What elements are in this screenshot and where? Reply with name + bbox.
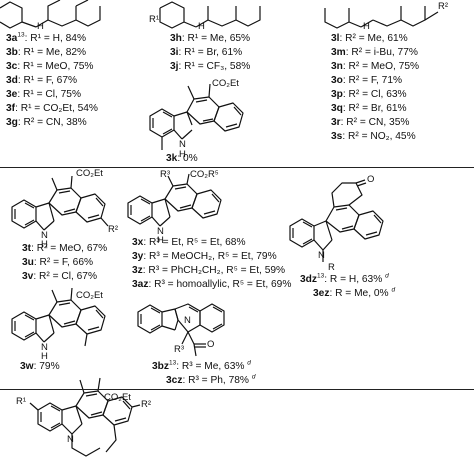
structure-3bz (137, 303, 225, 357)
r2-label-3t: R² (108, 224, 119, 235)
co2et-label-panel3: CO₂Et (104, 392, 131, 403)
structure-3x (127, 173, 222, 227)
entry-3bz: 3bz13: R³ = Me, 63% d (152, 359, 251, 372)
co2et-label-3w: CO₂Et (76, 290, 103, 301)
entry-3h: 3h: R¹ = Me, 65% (170, 33, 251, 44)
co2r5-label-3x: CO₂R⁵ (190, 169, 219, 180)
entry-3i: 3i: R¹ = Br, 61% (170, 47, 243, 58)
r3-label-3x: R³ (160, 169, 171, 180)
entry-3dz: 3dz13: R = H, 63% d (300, 272, 389, 285)
entry-3w: 3w: 79% (20, 361, 60, 372)
nh-label-3w: H (41, 351, 48, 362)
n-label-3k: N (179, 139, 186, 150)
structure-3a-fragment (0, 0, 101, 29)
entry-3z: 3z: R³ = PhCH₂CH₂, R⁵ = Et, 59% (132, 265, 286, 276)
nh-label-3a: H (37, 21, 44, 32)
nh-label-3k: H (179, 149, 186, 160)
entry-3n: 3n: R² = MeO, 75% (331, 61, 420, 72)
entry-3p: 3p: R² = Cl, 63% (331, 89, 407, 100)
entry-3s: 3s: R² = NO₂, 45% (331, 131, 416, 142)
entry-3e: 3e: R¹ = Cl, 75% (6, 89, 82, 100)
nh-label-3t: H (41, 239, 48, 250)
panel-divider-1 (0, 167, 474, 168)
n-label-3dz: N (318, 250, 325, 261)
nh-label-3x: H (157, 235, 164, 246)
n-label-3w: N (41, 342, 48, 353)
entry-3cz: 3cz: R³ = Ph, 78% d (166, 373, 256, 386)
r-label-3dz: R (328, 262, 335, 273)
structure-3l-fragment (324, 6, 439, 29)
entry-3m: 3m: R² = i-Bu, 77% (331, 47, 418, 58)
n-label-panel3: N (67, 434, 74, 445)
entry-3ez: 3ez: R = Me, 0% d (313, 286, 396, 299)
entry-3q: 3q: R² = Br, 61% (331, 103, 407, 114)
entry-3l: 3l: R² = Me, 61% (331, 33, 408, 44)
entry-3j: 3j: R¹ = CF₃, 58% (170, 61, 251, 72)
entry-3x: 3x: R³ = Et, R⁵ = Et, 68% (132, 237, 246, 248)
r1-label-3h: R¹ (149, 14, 160, 25)
structure-3w (11, 287, 106, 347)
co2et-label-3t: CO₂Et (76, 168, 103, 179)
entry-3a: 3a13: R¹ = H, 84% (6, 31, 87, 44)
n-label-3t: N (41, 230, 48, 241)
entry-3k: 3k: 0% (166, 153, 198, 164)
structure-3dz (289, 179, 384, 262)
structure-3t (11, 175, 109, 231)
entry-3r: 3r: R² = CN, 35% (331, 117, 410, 128)
co2et-label-3k: CO₂Et (212, 78, 239, 89)
entry-3g: 3g: R² = CN, 38% (6, 117, 87, 128)
entry-3b: 3b: R¹ = Me, 82% (6, 47, 87, 58)
o-label-3dz: O (367, 174, 375, 185)
entry-3d: 3d: R¹ = F, 67% (6, 75, 78, 86)
panel-divider-2 (0, 389, 474, 390)
structure-3k (149, 83, 244, 150)
n-label-3bz: N (184, 315, 191, 326)
nh-label-3h: H (198, 21, 205, 32)
nh-label-3l: H (363, 21, 370, 32)
n-label-3x: N (157, 226, 164, 237)
entry-3az: 3az: R³ = homoallylic, R⁵ = Et, 69% (132, 279, 292, 290)
r3-label-3bz: R³ (174, 344, 185, 355)
r2-label-panel3: R² (141, 399, 152, 410)
structure-3h-fragment (159, 1, 261, 29)
entry-3t: 3t: R² = MeO, 67% (22, 243, 108, 254)
entry-3v: 3v: R² = Cl, 67% (22, 271, 98, 282)
o-label-3bz: O (207, 339, 215, 350)
entry-3c: 3c: R¹ = MeO, 75% (6, 61, 94, 72)
entry-3y: 3y: R³ = MeOCH₂, R⁵ = Et, 79% (132, 251, 277, 262)
entry-3u: 3u: R² = F, 66% (22, 257, 94, 268)
r2-label-3l: R² (438, 1, 449, 12)
entry-3f: 3f: R¹ = CO₂Et, 54% (6, 103, 98, 114)
entry-3o: 3o: R² = F, 71% (331, 75, 403, 86)
structure-panel3 (29, 377, 141, 457)
r1-label-panel3: R¹ (16, 396, 27, 407)
